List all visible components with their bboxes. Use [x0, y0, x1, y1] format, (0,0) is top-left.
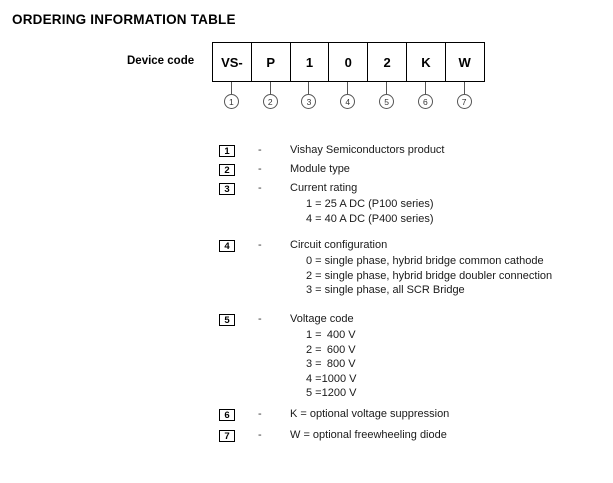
legend-dash: - [258, 239, 262, 251]
voltage-code-key: 3 = [306, 358, 322, 370]
callout-marker: 5 [367, 82, 406, 117]
legend-title: Voltage code [290, 313, 354, 325]
page-title: ORDERING INFORMATION TABLE [12, 12, 236, 27]
device-code-cell: 2 [368, 43, 407, 81]
legend-dash: - [258, 163, 262, 175]
voltage-code-key: 2 = [306, 343, 322, 356]
legend-sub-item: 1 = 400 V [306, 328, 356, 343]
voltage-code-value: 800 V [326, 358, 356, 370]
callout-marker: 7 [445, 82, 484, 117]
callout-marker: 2 [251, 82, 290, 117]
voltage-code-key: 5 = [306, 387, 322, 399]
legend-sub-list: 1 = 25 A DC (P100 series) 4 = 40 A DC (P4… [306, 197, 433, 226]
callout-leader-line [269, 82, 271, 94]
device-code-cell: W [446, 43, 485, 81]
callout-circle-number: 5 [379, 94, 395, 109]
legend-dash: - [258, 182, 262, 194]
device-code-cell: P [252, 43, 291, 81]
legend-sub-item: 5 =1200 V [306, 386, 356, 401]
legend-number-box: 5 [219, 314, 235, 326]
legend-sub-item: 4 =1000 V [306, 372, 356, 387]
legend-sub-item: 1 = 25 A DC (P100 series) [306, 198, 434, 210]
callout-marker: 6 [406, 82, 445, 117]
legend-number-box: 6 [219, 409, 235, 421]
legend-sub-item: 3 = 800 V [306, 357, 356, 372]
legend-sub-item: 2 = 600 V [306, 343, 356, 358]
callout-marker: 1 [212, 82, 251, 117]
legend-sub-item: 3 = single phase, all SCR Bridge [306, 284, 465, 296]
legend-number-box: 7 [219, 430, 235, 442]
callout-leader-line [230, 82, 232, 94]
legend-number-box: 3 [219, 183, 235, 195]
legend-number-box: 1 [219, 145, 235, 157]
callout-circle-number: 2 [262, 94, 278, 109]
callout-leader-line [347, 82, 349, 94]
callout-leader-line [308, 82, 310, 94]
legend-number-box: 2 [219, 164, 235, 176]
legend-title: K = optional voltage suppression [290, 408, 450, 420]
legend-title: Circuit configuration [290, 239, 388, 251]
voltage-code-value: 600 V [326, 343, 356, 356]
legend-sub-item: 4 = 40 A DC (P400 series) [306, 212, 434, 225]
legend-sub-list: 0 = single phase, hybrid bridge common c… [306, 254, 552, 298]
callout-circle-number: 6 [417, 94, 433, 109]
voltage-code-key: 4 = [306, 372, 322, 385]
callout-circle-number: 4 [340, 94, 356, 109]
device-code-cell: K [407, 43, 446, 81]
legend-dash: - [258, 408, 262, 420]
legend-title: Vishay Semiconductors product [290, 144, 445, 156]
callout-leader-line [386, 82, 388, 94]
legend-dash: - [258, 429, 262, 441]
legend-title: Module type [290, 163, 350, 175]
legend-sub-item: 0 = single phase, hybrid bridge common c… [306, 255, 544, 267]
voltage-code-value: 1200 V [321, 387, 357, 399]
voltage-code-key: 1 = [306, 329, 322, 341]
device-code-cell: 0 [329, 43, 369, 81]
callout-circle-number: 7 [456, 94, 472, 109]
callout-marker-row: 1 2 3 4 5 6 7 [212, 82, 484, 117]
device-code-cell: 1 [291, 43, 330, 81]
callout-leader-line [463, 82, 465, 94]
voltage-code-value: 400 V [326, 329, 356, 341]
callout-leader-line [424, 82, 426, 94]
callout-circle-number: 1 [223, 94, 239, 109]
legend-number-box: 4 [219, 240, 235, 252]
legend-dash: - [258, 313, 262, 325]
callout-marker: 3 [290, 82, 329, 117]
legend-title: W = optional freewheeling diode [290, 429, 447, 441]
callout-circle-number: 3 [301, 94, 317, 109]
device-code-label: Device code [127, 55, 195, 67]
legend-title: Current rating [290, 182, 358, 194]
callout-marker: 4 [328, 82, 367, 117]
voltage-code-value: 1000 V [321, 372, 357, 385]
device-code-cell: VS- [213, 43, 252, 81]
legend-dash: - [258, 144, 262, 156]
legend-sub-item: 2 = single phase, hybrid bridge doubler … [306, 269, 553, 282]
